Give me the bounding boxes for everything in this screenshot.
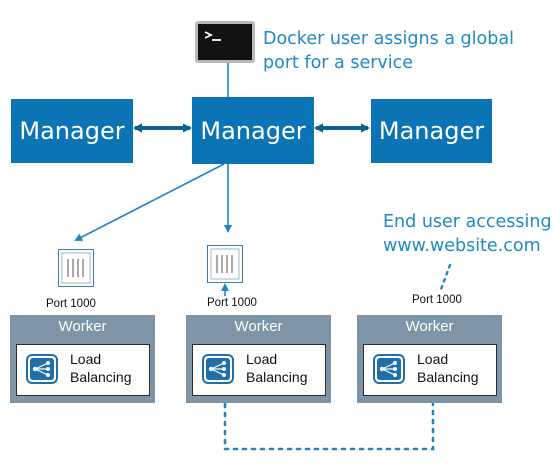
- load-balancing-label-line-1: Load: [417, 351, 449, 367]
- worker-node-right: Worker Load Balancing: [357, 315, 502, 403]
- load-balancing-label-line-2: Balancing: [246, 369, 308, 385]
- load-balancing-label-line-2: Balancing: [70, 369, 132, 385]
- routing-mesh-dotted-path: [223, 402, 435, 451]
- load-balancing-label: Load Balancing: [70, 350, 132, 386]
- manager-center: Manager: [192, 97, 314, 164]
- load-balancing-label: Load Balancing: [246, 350, 308, 386]
- load-balancing-label: Load Balancing: [417, 350, 479, 386]
- docker-user-line-1: Docker user assigns a global: [263, 29, 514, 49]
- worker-title: Worker: [234, 318, 283, 335]
- worker-title: Worker: [58, 318, 107, 335]
- end-user-line-2: www.website.com: [383, 236, 541, 256]
- port-label-left: Port 1000: [46, 298, 96, 310]
- load-balancer-icon: [26, 354, 58, 388]
- load-balancing-service: Load Balancing: [16, 344, 150, 396]
- end-user-annotation: End user accessing www.website.com: [383, 210, 552, 258]
- load-balancer-icon: [202, 354, 234, 388]
- load-balancing-label-line-1: Load: [70, 351, 102, 367]
- terminal-icon: [195, 21, 255, 67]
- manager-to-port-left-arrow: [74, 163, 225, 241]
- load-balancing-service: Load Balancing: [363, 344, 497, 396]
- port-icon: [58, 249, 94, 291]
- load-balancing-label-line-2: Balancing: [417, 369, 479, 385]
- port-icon: [207, 245, 243, 287]
- manager-left: Manager: [11, 99, 133, 163]
- worker-node-left: Worker Load Balancing: [10, 315, 155, 403]
- port-label-center: Port 1000: [207, 297, 257, 309]
- worker-title: Worker: [405, 318, 454, 335]
- load-balancing-service: Load Balancing: [192, 344, 326, 396]
- port-label-right: Port 1000: [412, 294, 462, 306]
- end-user-line-1: End user accessing: [383, 212, 552, 232]
- docker-user-line-2: port for a service: [263, 53, 414, 73]
- end-user-dotted-path: [438, 263, 452, 294]
- manager-right: Manager: [371, 99, 492, 163]
- worker-node-center: Worker Load Balancing: [186, 315, 331, 403]
- docker-user-annotation: Docker user assigns a global port for a …: [263, 27, 514, 75]
- load-balancer-icon: [373, 354, 405, 388]
- load-balancing-label-line-1: Load: [246, 351, 278, 367]
